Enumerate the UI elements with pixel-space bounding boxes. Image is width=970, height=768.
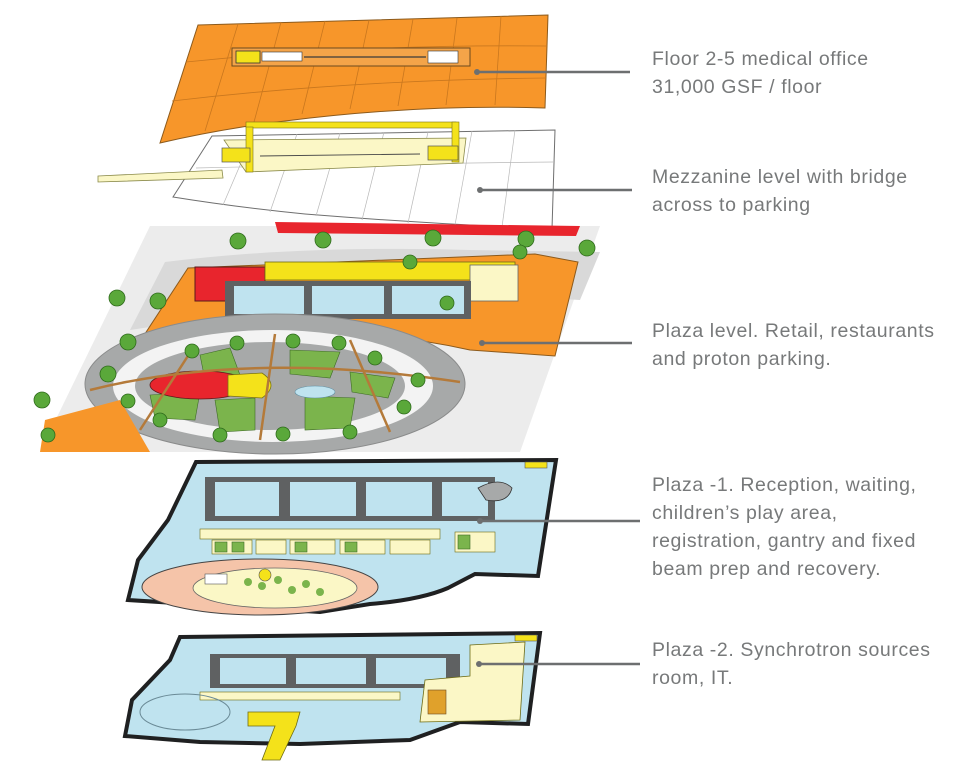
leader-dot-mezzanine (477, 187, 483, 193)
caption-line: and proton parking. (652, 348, 832, 370)
plaza-red-strip (275, 222, 580, 236)
caption-mezzanine: Mezzanine level with bridge across to pa… (652, 163, 908, 219)
caption-line: across to parking (652, 194, 811, 216)
plaza-minus-2-plan (122, 630, 543, 761)
caption-line: room, IT. (652, 667, 734, 689)
yellow-paving (227, 372, 272, 399)
plaza-minus-1-plan (125, 457, 559, 616)
caption-line: beam prep and recovery. (652, 558, 882, 580)
plaza-minus-1-stair (524, 461, 548, 469)
leader-dot-floor-2-5 (474, 69, 480, 75)
leader-lines (474, 69, 640, 667)
plaza-trees (33, 229, 596, 443)
plaza-minus-2-corridor (199, 691, 401, 701)
plaza-level-plan (33, 222, 600, 455)
garden-beds (149, 347, 396, 433)
plaza-minus-2-stair-top (514, 634, 538, 642)
plaza-minus-1-prep-rooms (214, 534, 471, 553)
mezzanine-core (221, 121, 467, 173)
caption-line: Plaza -1. Reception, waiting, (652, 474, 917, 496)
plaza-minus-2-stair (247, 711, 301, 761)
caption-line: children’s play area, (652, 502, 838, 524)
caption-plaza-minus-1: Plaza -1. Reception, waiting, children’s… (652, 471, 917, 583)
plaza-minus-1-reception (141, 558, 379, 616)
caption-plaza: Plaza level. Retail, restaurants and pro… (652, 317, 935, 373)
plaza-minus-2-equipment (427, 689, 447, 715)
plaza-minus-1-swirl (477, 481, 513, 502)
caption-line: Mezzanine level with bridge (652, 166, 908, 188)
plaza-oval (84, 313, 466, 455)
plaza-minus-1-vaults (205, 477, 495, 521)
caption-plaza-minus-2: Plaza -2. Synchrotron sources room, IT. (652, 636, 931, 692)
treatment-roofs (225, 281, 471, 319)
plaza-paths (89, 333, 461, 441)
caption-line: registration, gantry and fixed (652, 530, 917, 552)
caption-line: Plaza level. Retail, restaurants (652, 320, 935, 342)
caption-line: Plaza -2. Synchrotron sources (652, 639, 931, 661)
synchrotron-ring (139, 693, 231, 731)
caption-floor-2-5: Floor 2-5 medical office 31,000 GSF / fl… (652, 45, 869, 101)
caption-line: 31,000 GSF / floor (652, 76, 823, 98)
plaza-minus-2-vaults (210, 654, 460, 688)
floor-2-5-plan (159, 14, 549, 144)
plaza-lower-orange (40, 400, 150, 452)
caption-line: Floor 2-5 medical office (652, 48, 869, 70)
floor-2-5-core (231, 47, 471, 67)
plaza-service-block (469, 264, 519, 302)
leader-dot-plaza-minus-2 (476, 661, 482, 667)
fountain (294, 385, 336, 399)
leader-dot-plaza-minus-1 (477, 518, 483, 524)
mezzanine-bridge (97, 169, 224, 183)
mezzanine-plan (97, 121, 556, 230)
plaza-minus-1-corridor (199, 528, 441, 540)
leader-dot-plaza (479, 340, 485, 346)
